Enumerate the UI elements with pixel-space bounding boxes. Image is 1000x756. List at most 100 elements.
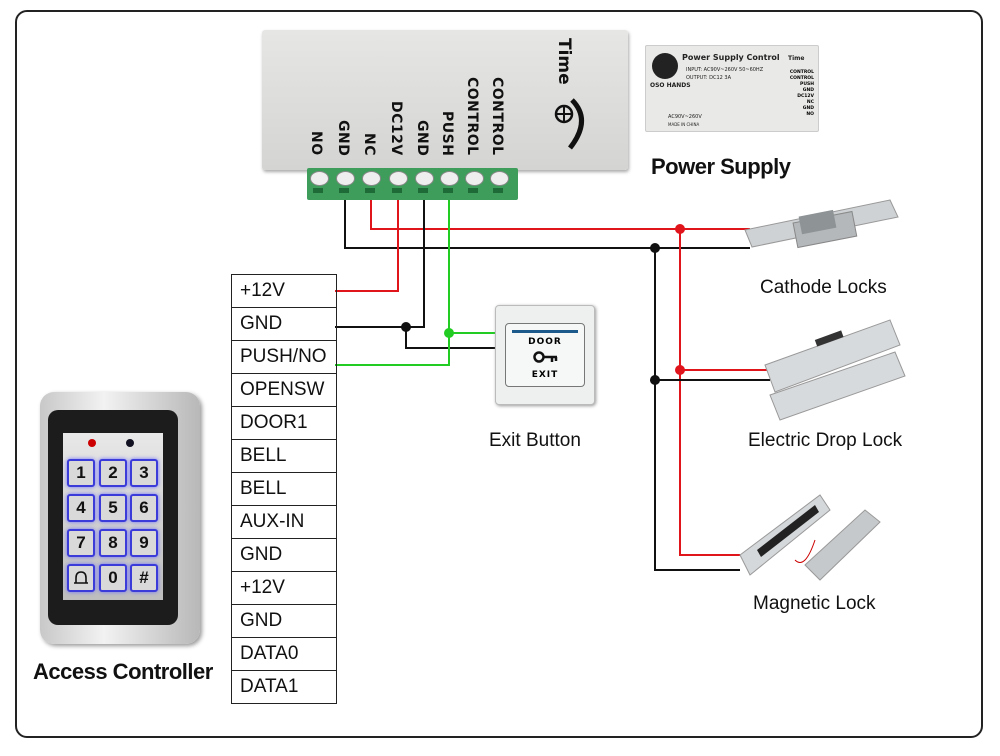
- wire-black-bus: [654, 248, 740, 571]
- power-supply-caption: Power Supply: [651, 154, 791, 179]
- photo-terminal: GND: [802, 88, 814, 93]
- terminal-label-no: NO: [308, 131, 324, 156]
- photo-title: Power Supply Control: [682, 53, 780, 62]
- pin-row: OPENSW: [232, 374, 336, 407]
- bell-icon: [74, 571, 88, 584]
- terminal-screw: [490, 171, 509, 186]
- terminal-screw: [415, 171, 434, 186]
- pin-row: AUX-IN: [232, 506, 336, 539]
- wire-gnd-exit: [405, 327, 500, 349]
- junction-dot: [675, 224, 685, 234]
- photo-terminal: CONTROL: [789, 76, 814, 81]
- key-8[interactable]: 8: [99, 529, 127, 557]
- terminal-screw: [310, 171, 329, 186]
- red-led-icon: [88, 439, 96, 447]
- photo-terminal: GND: [802, 106, 814, 111]
- photo-terminal: DC12V: [797, 94, 814, 99]
- key-0[interactable]: 0: [99, 564, 127, 592]
- junction-dot: [444, 328, 454, 338]
- terminal-screw: [336, 171, 355, 186]
- photo-terminal: PUSH: [800, 82, 814, 87]
- exit-button-exit-text: EXIT: [531, 370, 559, 380]
- bell-key[interactable]: [67, 564, 95, 592]
- photo-terminal-labels: CONTROL CONTROL PUSH GND DC12V NC GND NO: [790, 70, 814, 118]
- exit-button-device: DOOR EXIT: [495, 305, 595, 405]
- hand-logo-icon: [652, 53, 678, 79]
- terminal-screw: [465, 171, 484, 186]
- photo-logo: OSO HANDS: [650, 82, 691, 89]
- pin-row: GND: [232, 539, 336, 572]
- keypad-bezel: 1 2 3 4 5 6 7 8 9 0 #: [48, 410, 178, 625]
- time-logo-icon: [554, 98, 584, 150]
- pin-row: GND: [232, 605, 336, 638]
- wire-dc12v: [335, 200, 399, 292]
- keypad-device: 1 2 3 4 5 6 7 8 9 0 #: [40, 392, 200, 644]
- key-6[interactable]: 6: [130, 494, 158, 522]
- cathode-lock-caption: Cathode Locks: [760, 277, 887, 298]
- terminal-label-nc: NC: [361, 133, 377, 156]
- pin-row: PUSH/NO: [232, 341, 336, 374]
- photo-voltage: AC90V~260V: [668, 114, 702, 120]
- key-2[interactable]: 2: [99, 459, 127, 487]
- power-supply-photo: OSO HANDS Power Supply Control INPUT: AC…: [645, 45, 819, 132]
- pin-row: BELL: [232, 440, 336, 473]
- access-controller-caption: Access Controller: [33, 659, 213, 684]
- electric-drop-lock-image: [764, 319, 906, 421]
- terminal-label-push: PUSH: [439, 110, 455, 156]
- key-icon: [533, 351, 558, 363]
- exit-button-caption: Exit Button: [489, 430, 581, 451]
- brand-label: Time: [554, 38, 574, 85]
- terminal-label-gnd: GND: [335, 119, 351, 156]
- wire-push: [335, 200, 450, 366]
- wire-gnd-locks: [344, 200, 750, 249]
- magnetic-lock-caption: Magnetic Lock: [753, 593, 876, 614]
- key-9[interactable]: 9: [130, 529, 158, 557]
- key-7[interactable]: 7: [67, 529, 95, 557]
- blue-led-icon: [126, 439, 134, 447]
- junction-dot: [650, 243, 660, 253]
- photo-output: OUTPUT: DC12 3A: [686, 75, 731, 81]
- keypad-face: 1 2 3 4 5 6 7 8 9 0 #: [63, 433, 163, 600]
- terminal-label-dc12v: DC12V: [388, 101, 404, 156]
- terminal-screw: [440, 171, 459, 186]
- controller-pin-table: +12V GND PUSH/NO OPENSW DOOR1 BELL BELL …: [231, 274, 337, 704]
- photo-terminal: CONTROL: [789, 70, 814, 75]
- junction-dot: [675, 365, 685, 375]
- wire-red-bus: [679, 229, 740, 556]
- terminal-label-control-2: CONTROL: [489, 77, 505, 156]
- junction-dot: [401, 322, 411, 332]
- pin-row: BELL: [232, 473, 336, 506]
- wire-nc-positive: [370, 200, 750, 230]
- pin-row: +12V: [232, 572, 336, 605]
- key-4[interactable]: 4: [67, 494, 95, 522]
- pin-row: DATA1: [232, 671, 336, 704]
- key-3[interactable]: 3: [130, 459, 158, 487]
- photo-terminal: NC: [806, 100, 814, 105]
- terminal-label-control: CONTROL: [464, 77, 480, 156]
- junction-dot: [650, 375, 660, 385]
- terminal-screw: [389, 171, 408, 186]
- power-supply-unit: Time NO GND NC DC12V GND PUSH CONTROL CO…: [262, 30, 628, 170]
- pin-row: GND: [232, 308, 336, 341]
- photo-origin: MADE IN CHINA: [668, 122, 700, 127]
- key-hash[interactable]: #: [130, 564, 158, 592]
- key-1[interactable]: 1: [67, 459, 95, 487]
- terminal-screw: [362, 171, 381, 186]
- photo-brand: Time: [788, 55, 805, 62]
- electric-drop-lock-caption: Electric Drop Lock: [748, 430, 903, 451]
- terminal-block: [307, 168, 518, 200]
- pin-row: DATA0: [232, 638, 336, 671]
- exit-button-door-text: DOOR: [528, 337, 562, 347]
- key-5[interactable]: 5: [99, 494, 127, 522]
- terminal-label-gnd-2: GND: [414, 119, 430, 156]
- frame-border: [15, 10, 983, 738]
- pin-row: +12V: [232, 275, 336, 308]
- cathode-lock-image: [744, 199, 899, 249]
- photo-terminal: NO: [806, 112, 814, 117]
- pin-row: DOOR1: [232, 407, 336, 440]
- magnetic-lock-image: [739, 494, 881, 581]
- wire-gnd-controller: [335, 200, 425, 328]
- photo-input: INPUT: AC90V~260V 50~60HZ: [686, 67, 764, 73]
